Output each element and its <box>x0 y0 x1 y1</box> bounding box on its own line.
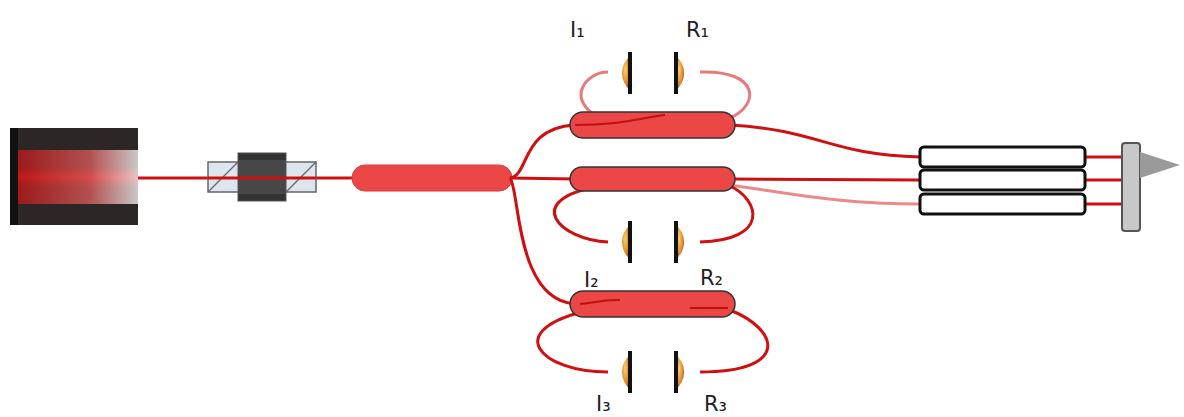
mirror <box>1122 143 1180 231</box>
fiber <box>730 185 920 204</box>
photodetector <box>622 52 684 393</box>
detector-label: I₃ <box>596 394 611 415</box>
detector-label: R₂ <box>700 268 723 289</box>
fiber-coupler <box>570 112 735 317</box>
optical-isolator <box>208 153 316 201</box>
laser-source <box>10 128 138 225</box>
fiber <box>138 177 360 180</box>
detector-label: I₂ <box>584 270 599 291</box>
detector-label: I₁ <box>570 20 585 41</box>
detector-label: R₃ <box>704 394 727 415</box>
detector-label: R₁ <box>686 20 709 41</box>
fiber-array <box>920 147 1085 214</box>
detector-fiber <box>538 72 768 372</box>
fiber-splitter <box>352 165 512 191</box>
fiber <box>510 125 1125 304</box>
